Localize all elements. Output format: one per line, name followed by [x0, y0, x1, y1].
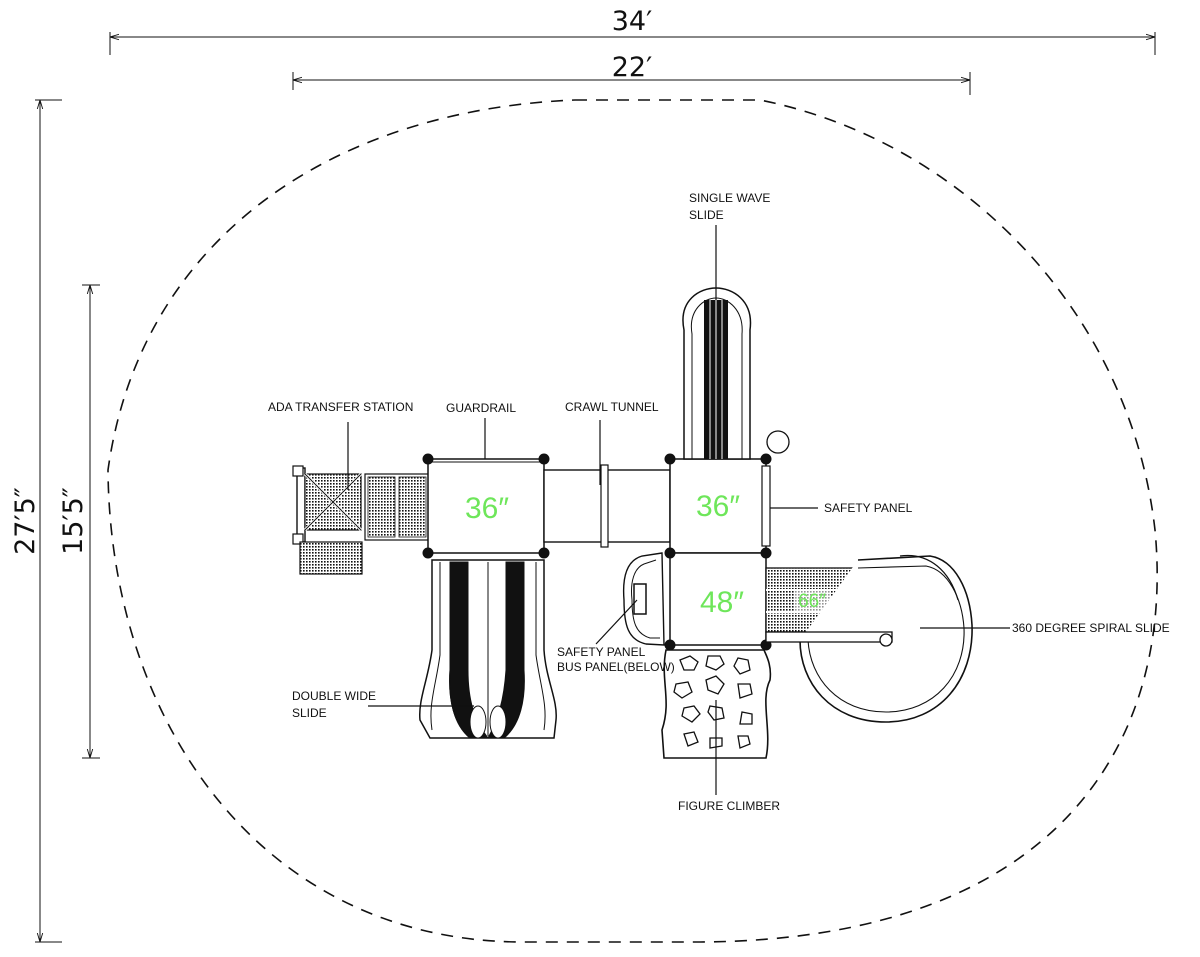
left-deck — [422, 453, 550, 559]
label-single-wave-line1: SINGLE WAVE — [689, 191, 770, 205]
dim-34ft-label: 34′ — [612, 6, 653, 37]
left-deck-height: 36″ — [465, 492, 509, 525]
dimension-overall-depth: 27′5″ — [10, 99, 62, 943]
label-safety-bus-line2: BUS PANEL(BELOW) — [557, 660, 675, 674]
use-zone-boundary — [107, 99, 1158, 943]
label-ada-transfer-station: ADA TRANSFER STATION — [268, 400, 413, 414]
dimension-structure-width: 22′ — [292, 52, 971, 95]
center-bottom-deck — [664, 547, 772, 651]
right-deck-label-bg — [794, 590, 830, 612]
leader-lines — [347, 225, 1010, 795]
label-safety-panel: SAFETY PANEL — [824, 501, 913, 515]
single-wave-slide — [682, 287, 790, 460]
center-top-deck — [664, 453, 772, 554]
label-guardrail: GUARDRAIL — [446, 401, 516, 415]
double-wide-slide — [419, 559, 557, 739]
label-double-wide-line1: DOUBLE WIDE — [292, 689, 376, 703]
dim-22ft-label: 22′ — [612, 52, 653, 83]
dim-15ft5in-label: 15′5″ — [58, 487, 89, 555]
label-spiral-slide: 360 DEGREE SPIRAL SLIDE — [1012, 621, 1170, 635]
crawl-tunnel — [543, 464, 671, 548]
spiral-slide — [765, 554, 973, 723]
label-figure-climber: FIGURE CLIMBER — [678, 799, 780, 813]
label-crawl-tunnel: CRAWL TUNNEL — [565, 400, 659, 414]
label-safety-bus-line1: SAFETY PANEL — [557, 645, 646, 659]
dimension-overall-width: 34′ — [109, 6, 1156, 55]
ada-transfer-station — [292, 465, 430, 575]
dim-27ft5in-label: 27′5″ — [10, 487, 41, 555]
center-top-deck-height: 36″ — [696, 490, 740, 523]
label-double-wide-line2: SLIDE — [292, 706, 327, 720]
safety-bus-panel — [622, 552, 665, 646]
right-deck-height: 66″ — [798, 591, 826, 612]
center-bottom-deck-height: 48″ — [700, 586, 744, 619]
dimension-structure-depth: 15′5″ — [58, 284, 100, 759]
label-single-wave-line2: SLIDE — [689, 208, 724, 222]
